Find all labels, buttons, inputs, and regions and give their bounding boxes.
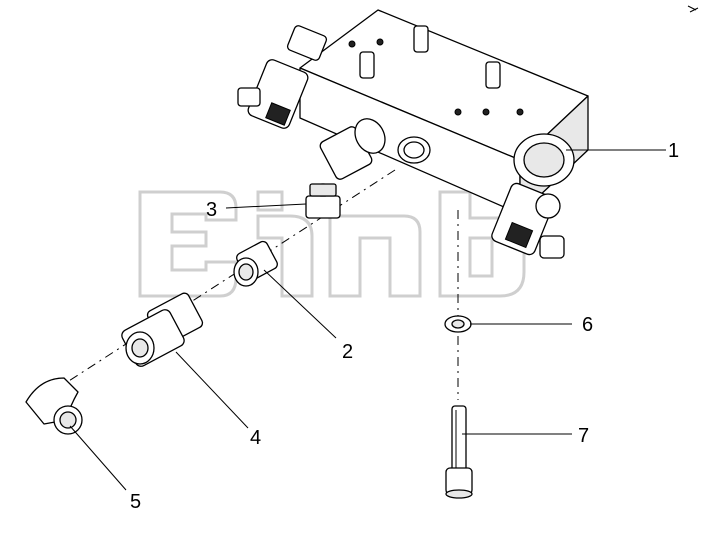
adapter-fitting <box>233 240 278 287</box>
callout-1: 1 <box>668 140 679 162</box>
socket-head-bolt <box>445 405 473 499</box>
callout-2: 2 <box>342 341 353 363</box>
callout-6: 6 <box>582 314 593 336</box>
callout-5: 5 <box>130 491 141 513</box>
nipple-fitting <box>305 183 341 219</box>
valve-block-assembly <box>237 9 589 259</box>
callout-3: 3 <box>206 199 217 221</box>
callout-labels: 1 2 3 4 5 6 7 <box>130 140 679 513</box>
leader-lines <box>69 149 666 491</box>
callout-7: 7 <box>578 425 589 447</box>
corner-marks <box>687 5 699 13</box>
elbow-fitting <box>25 377 83 435</box>
callout-4: 4 <box>250 427 261 449</box>
sealing-washer <box>444 315 472 333</box>
tee-fitting <box>121 292 204 367</box>
